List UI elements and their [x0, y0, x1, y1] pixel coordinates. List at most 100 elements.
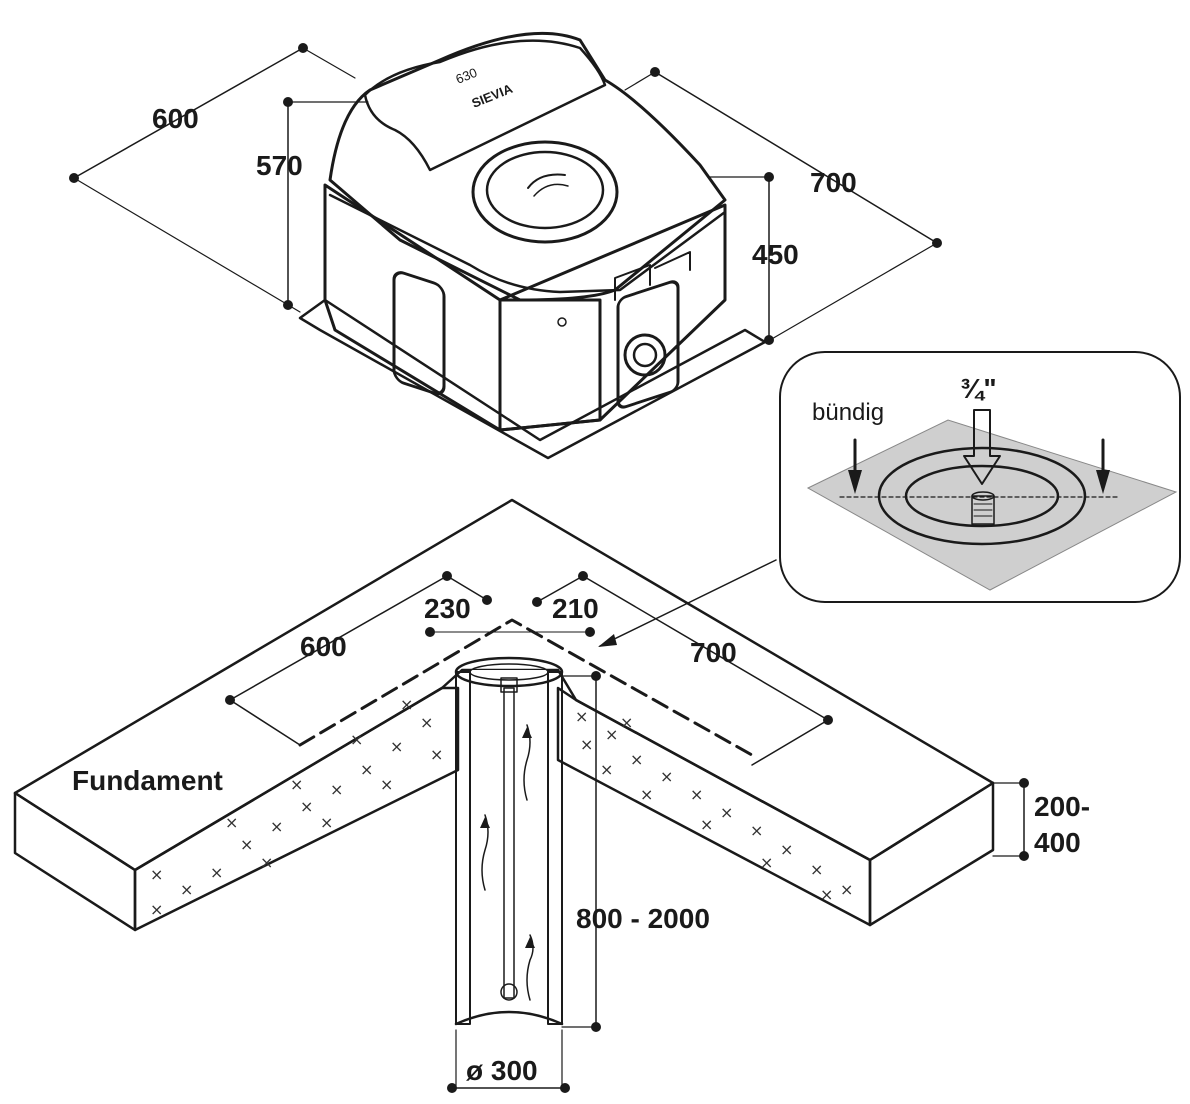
unit-base-plate — [298, 298, 767, 460]
unit-dome-highlight — [527, 173, 566, 189]
svg-text:×: × — [320, 813, 333, 832]
unit-drinking-bowl-rim — [471, 140, 619, 244]
foundation-offset-left-label: 230 — [424, 593, 471, 624]
svg-text:×: × — [225, 813, 238, 832]
inset-inner-ring — [904, 464, 1060, 528]
footprint-right-edge — [751, 719, 829, 766]
unit-body-corner — [498, 298, 602, 432]
inset-pipe-size-label: ¾" — [960, 373, 997, 404]
pipe-wall-left — [455, 671, 471, 1025]
svg-text:×: × — [580, 735, 593, 754]
slab-thickness-label-1: 200- — [1034, 791, 1090, 822]
unit-left-panel — [392, 271, 446, 396]
unit-service-opening — [616, 280, 680, 409]
svg-text:×: × — [360, 760, 373, 779]
water-supply-line — [503, 687, 515, 999]
footprint-left-edge — [229, 699, 301, 746]
svg-text:×: × — [810, 860, 823, 879]
unit-depth-label: 700 — [810, 167, 857, 198]
svg-text:×: × — [640, 785, 653, 804]
foundation-width-label: 600 — [300, 631, 347, 662]
slab-left-inner-face — [133, 686, 460, 932]
unit-brand-logo: SIEVIA — [470, 81, 516, 111]
unit-connector-outer — [623, 333, 667, 377]
unit-drawing — [298, 31, 767, 460]
unit-latch-right — [614, 264, 651, 301]
unit-body-right — [498, 203, 727, 432]
unit-connector-inner — [632, 342, 658, 368]
slab-right-front-face — [868, 781, 995, 927]
detail-inset — [779, 351, 1181, 603]
foundation-slab: × × × × × × × × × × × × × × × × × × × × … — [13, 498, 995, 932]
pipe-top-rim — [454, 656, 564, 688]
foundation-dimensions — [225, 559, 1029, 1093]
concrete-texture: × × × × × × × × × × × × × × × × × × × × … — [150, 695, 853, 919]
svg-text:×: × — [430, 745, 443, 764]
svg-text:×: × — [180, 880, 193, 899]
pipe-depth-label: 800 - 2000 — [576, 903, 710, 934]
slab-thickness-label-2: 400 — [1034, 827, 1081, 858]
flush-arrow-right-head — [1096, 470, 1110, 494]
flush-arrow-left-head — [848, 470, 862, 494]
svg-text:×: × — [600, 760, 613, 779]
svg-text:×: × — [760, 853, 773, 872]
svg-text:×: × — [660, 767, 673, 786]
pipe-interior — [470, 670, 548, 1022]
inset-ground-plate — [806, 419, 1178, 591]
unit-drinking-bowl-dome — [485, 150, 605, 230]
unit-back-hood — [363, 39, 607, 172]
drain-pipe — [454, 656, 564, 1026]
svg-text:×: × — [780, 840, 793, 859]
svg-text:×: × — [390, 737, 403, 756]
supply-bottom-cap — [500, 983, 518, 1001]
svg-text:×: × — [330, 780, 343, 799]
unit-height-front-label: 450 — [752, 239, 799, 270]
unit-dimensions — [69, 43, 942, 345]
svg-text:×: × — [290, 775, 303, 794]
inset-frame — [779, 351, 1181, 603]
pipe-bottom-arc — [454, 1010, 564, 1026]
unit-model-number: 630 — [454, 65, 480, 87]
unit-footprint-dashed — [298, 618, 754, 757]
svg-text:×: × — [605, 725, 618, 744]
svg-text:×: × — [575, 707, 588, 726]
foundation-offset-right-label: 210 — [552, 593, 599, 624]
pipe-top-inner — [469, 663, 549, 681]
svg-text:×: × — [690, 785, 703, 804]
svg-text:×: × — [820, 885, 833, 904]
unit-latch-right-2 — [654, 251, 691, 271]
unit-lid-band — [328, 193, 727, 294]
inset-fitting — [971, 495, 995, 525]
pipe-diameter-label: ø 300 — [466, 1055, 538, 1086]
inset-flush-label: bündig — [812, 399, 884, 426]
svg-text:×: × — [400, 695, 413, 714]
svg-text:×: × — [350, 730, 363, 749]
inset-pipe-arrow — [963, 409, 1001, 485]
svg-text:×: × — [210, 863, 223, 882]
inset-outer-ring — [877, 446, 1087, 546]
svg-text:×: × — [720, 803, 733, 822]
svg-text:×: × — [380, 775, 393, 794]
unit-body-left — [323, 183, 502, 432]
unit-height-back-label: 570 — [256, 150, 303, 181]
svg-text:×: × — [420, 713, 433, 732]
svg-text:×: × — [150, 865, 163, 884]
svg-text:×: × — [300, 797, 313, 816]
svg-text:×: × — [750, 821, 763, 840]
unit-lid — [328, 31, 727, 302]
svg-text:×: × — [150, 900, 163, 919]
svg-text:×: × — [260, 853, 273, 872]
foundation-label: Fundament — [72, 765, 223, 796]
foundation-depth-label: 700 — [690, 637, 737, 668]
pipe-wall-right — [547, 671, 563, 1025]
supply-fitting — [500, 677, 518, 693]
unit-width-label: 600 — [152, 103, 199, 134]
svg-text:×: × — [270, 817, 283, 836]
slab-left-front-face — [13, 791, 137, 932]
svg-text:×: × — [700, 815, 713, 834]
svg-text:×: × — [620, 713, 633, 732]
svg-text:×: × — [630, 750, 643, 769]
unit-indicator-hole — [557, 317, 567, 327]
svg-text:×: × — [840, 880, 853, 899]
